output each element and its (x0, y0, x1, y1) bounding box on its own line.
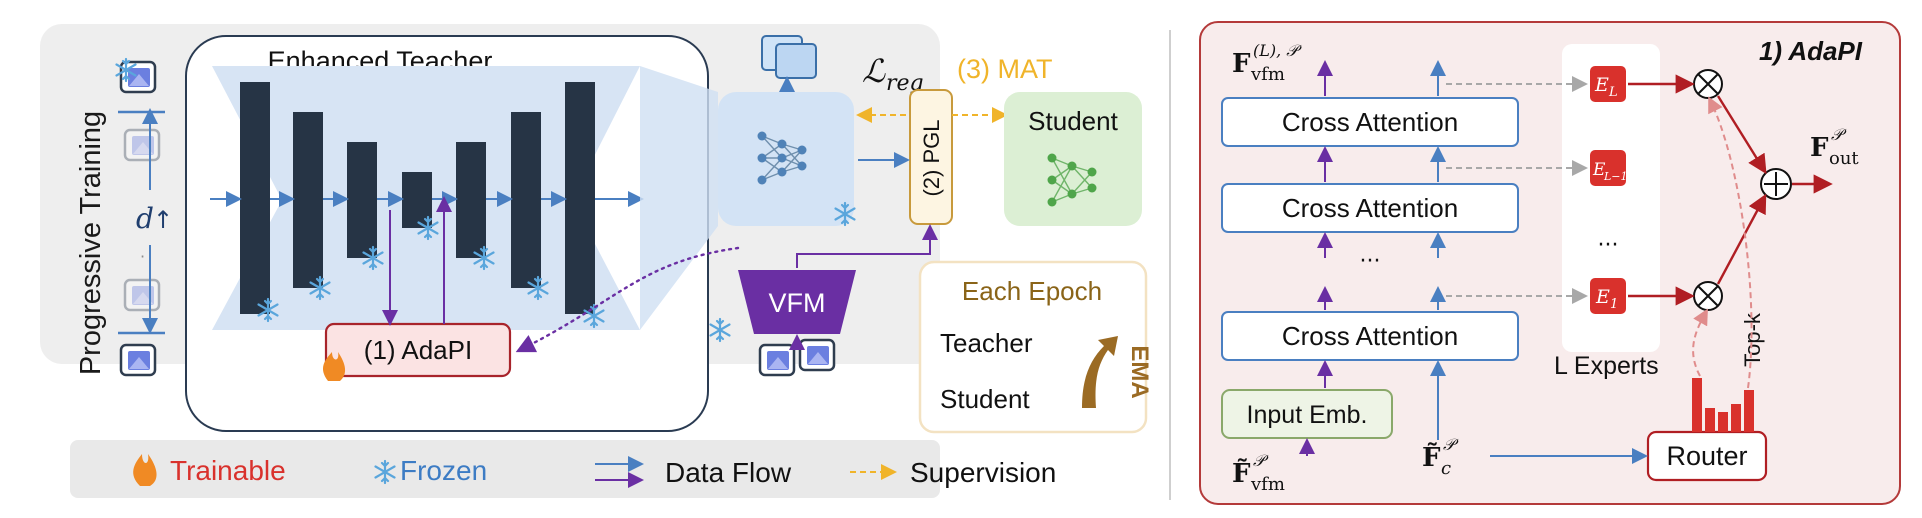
expert-e-l: E L (1590, 66, 1626, 102)
progressive-training-label: Progressive Training (75, 111, 107, 375)
expert-label: E (1592, 160, 1606, 180)
up-arrow-glyph: ↑ (153, 206, 173, 234)
faded-image-icon (123, 128, 161, 162)
cross-attention-label: Cross Attention (1282, 321, 1458, 351)
input-image-icon-bottom (119, 343, 157, 377)
f-vfm-in-subscript: vfm (1250, 474, 1285, 495)
fire-icon (133, 454, 157, 486)
expert-e-1: E 1 (1590, 278, 1626, 314)
sum-node (1760, 168, 1792, 200)
expert-label: E (1594, 74, 1609, 96)
each-epoch-student: Student (940, 384, 1030, 414)
student-label: Student (1028, 106, 1118, 136)
teacher-to-adapi-dotted-arrow (515, 246, 740, 353)
ema-arrow-icon (1082, 336, 1118, 408)
cross-attention-box-bottom (1221, 311, 1519, 361)
expert-subscript: 1 (1610, 297, 1618, 312)
fire-icon (323, 352, 346, 381)
experts-ellipsis: ··· (1598, 233, 1619, 258)
legend-frozen: Frozen (400, 455, 487, 486)
depth-label: d (136, 202, 154, 235)
cross-attention-box-top (1221, 97, 1519, 147)
expert-subscript: L−1 (1603, 170, 1628, 183)
cross-attention-label: Cross Attention (1282, 193, 1458, 223)
f-out-label: F (1810, 133, 1829, 163)
multiply-node-bottom (1693, 281, 1723, 311)
f-vfm-out-superscript: (L), 𝒫 (1253, 41, 1302, 60)
vfm-input-image-icon (798, 338, 836, 372)
legend-trainable: Trainable (170, 455, 286, 486)
ema-label: EMA (1126, 345, 1153, 398)
layers-ellipsis: ··· (1360, 249, 1381, 274)
teacher-network-nodes (757, 131, 807, 185)
each-epoch-title: Each Epoch (962, 276, 1102, 306)
topk-label: Top-k (1740, 312, 1765, 367)
faded-image-icon (123, 278, 161, 312)
expert-e-l-1: E L−1 (1590, 150, 1628, 186)
f-c-label: F̃ (1422, 442, 1441, 473)
pgl-label: (2) PGL (919, 119, 944, 196)
adapi-box (324, 322, 512, 378)
student-box (1004, 92, 1142, 226)
f-vfm-in-label: F̃ (1232, 458, 1251, 489)
expert-input-arrows (1446, 76, 1588, 304)
student-network-nodes (1047, 153, 1097, 207)
feature-map-icon (775, 43, 817, 79)
router-gating-arrows (1692, 96, 1753, 389)
legend-data-flow: Data Flow (665, 457, 792, 488)
expert-subscript: L (1608, 85, 1618, 100)
router-label: Router (1666, 441, 1747, 471)
multiply-node-top (1693, 69, 1723, 99)
mat-label: (3) MAT (957, 54, 1053, 84)
vfm-block (738, 270, 856, 334)
vfm-to-pgl-arrow (796, 224, 938, 268)
f-vfm-out-label: F (1232, 49, 1251, 79)
router-score-bars (1692, 378, 1754, 432)
expert-output-arrows (1628, 74, 1833, 306)
reg-loss-label: ℒ (862, 52, 886, 90)
vfm-input-image-icon (758, 343, 796, 377)
l-experts-label: L Experts (1554, 352, 1659, 380)
each-epoch-teacher: Teacher (940, 328, 1033, 358)
f-out-subscript: out (1829, 148, 1859, 169)
experts-column (1562, 44, 1660, 352)
f-vfm-out-subscript: vfm (1250, 64, 1285, 85)
input-emb-label: Input Emb. (1247, 401, 1368, 429)
cross-attention-label: Cross Attention (1282, 107, 1458, 137)
vfm-label: VFM (769, 288, 826, 318)
legend-supervision: Supervision (910, 457, 1056, 488)
adapi-box-label: (1) AdaPI (364, 335, 472, 365)
unet-bars (240, 82, 595, 314)
cross-attention-box-middle (1221, 183, 1519, 233)
expert-label: E (1595, 286, 1610, 308)
legend-background (70, 440, 940, 498)
zoom-connector (640, 66, 718, 330)
f-c-subscript: c (1441, 458, 1451, 479)
dots: · (140, 247, 145, 266)
adapi-panel-title: 1) AdaPI (1759, 36, 1863, 66)
